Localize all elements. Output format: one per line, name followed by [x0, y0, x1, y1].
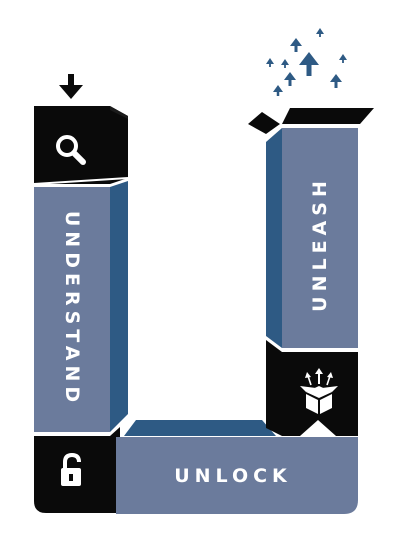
understand-label: UNDERSTAND [61, 211, 83, 407]
unleash-lid [248, 108, 374, 134]
unlock-label: UNLOCK [174, 465, 292, 487]
magnifier-icon [56, 135, 86, 165]
open-box-icon [300, 368, 338, 414]
unleash-column [266, 128, 358, 348]
down-arrow-icon [59, 74, 83, 99]
understand-top-block [33, 106, 129, 185]
rising-arrows-icon [266, 28, 347, 96]
understand-column [34, 181, 128, 432]
unlock-bar [116, 420, 358, 514]
unleash-label: UNLEASH [309, 176, 331, 312]
padlock-icon [61, 452, 81, 486]
unleash-bottom-block [265, 337, 358, 436]
